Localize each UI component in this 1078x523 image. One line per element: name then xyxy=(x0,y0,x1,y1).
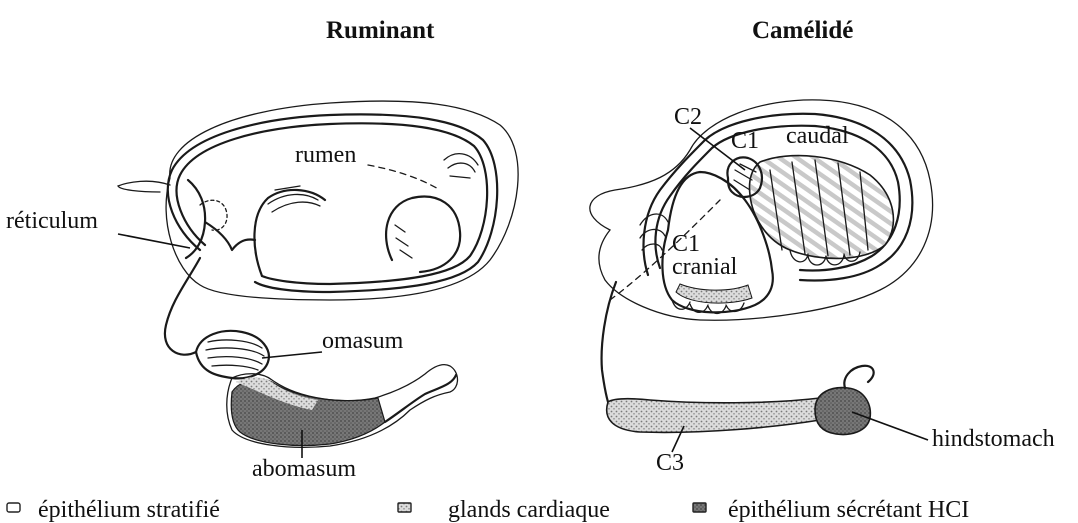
reticulum-tail xyxy=(118,181,170,192)
legend-label-cardiac: glands cardiaque xyxy=(448,497,610,523)
label-rumen: rumen xyxy=(295,142,356,168)
camelid-title: Camélidé xyxy=(752,17,853,44)
c1-c3-connection xyxy=(602,282,616,402)
label-hindstomach: hindstomach xyxy=(932,426,1055,452)
label-omasum: omasum xyxy=(322,328,404,354)
c1-cranial-glandular xyxy=(676,284,752,303)
esophagus-connection xyxy=(165,258,200,355)
rumen-pillar-left xyxy=(254,190,325,276)
ruminant-title: Ruminant xyxy=(326,17,435,44)
c3-tube xyxy=(607,398,820,432)
rumen-dashed-line xyxy=(368,165,440,190)
label-abomasum: abomasum xyxy=(252,456,356,482)
rumen-right-sac xyxy=(386,197,460,272)
rumen-right-sac-hatch xyxy=(395,154,478,258)
camelid-stomach xyxy=(590,100,933,435)
duodenum xyxy=(844,366,873,388)
legend-label-stratified: épithélium stratifié xyxy=(38,497,220,523)
legend-label-hcl: épithélium sécrétant HCI xyxy=(728,497,969,523)
leader-omasum xyxy=(262,352,322,358)
legend-swatch-dark xyxy=(693,503,706,512)
legend-swatch-stipple xyxy=(398,503,411,512)
label-c1-cranial: cranial xyxy=(672,254,738,280)
label-c3: C3 xyxy=(656,450,684,476)
label-c1-caudal-c1: C1 xyxy=(731,128,759,154)
omasum xyxy=(196,331,269,378)
legend: épithélium stratifié glands cardiaque ép… xyxy=(7,497,969,523)
legend-swatch-blank xyxy=(7,503,20,512)
label-c2: C2 xyxy=(674,104,702,130)
label-reticulum: réticulum xyxy=(6,208,98,234)
pylorus xyxy=(385,375,456,422)
label-c1-caudal: caudal xyxy=(786,123,849,149)
rumen-outer-wall xyxy=(166,101,518,300)
leader-reticulum xyxy=(118,234,190,248)
hindstomach-dark xyxy=(815,388,870,435)
omasum-laminae xyxy=(206,340,264,370)
